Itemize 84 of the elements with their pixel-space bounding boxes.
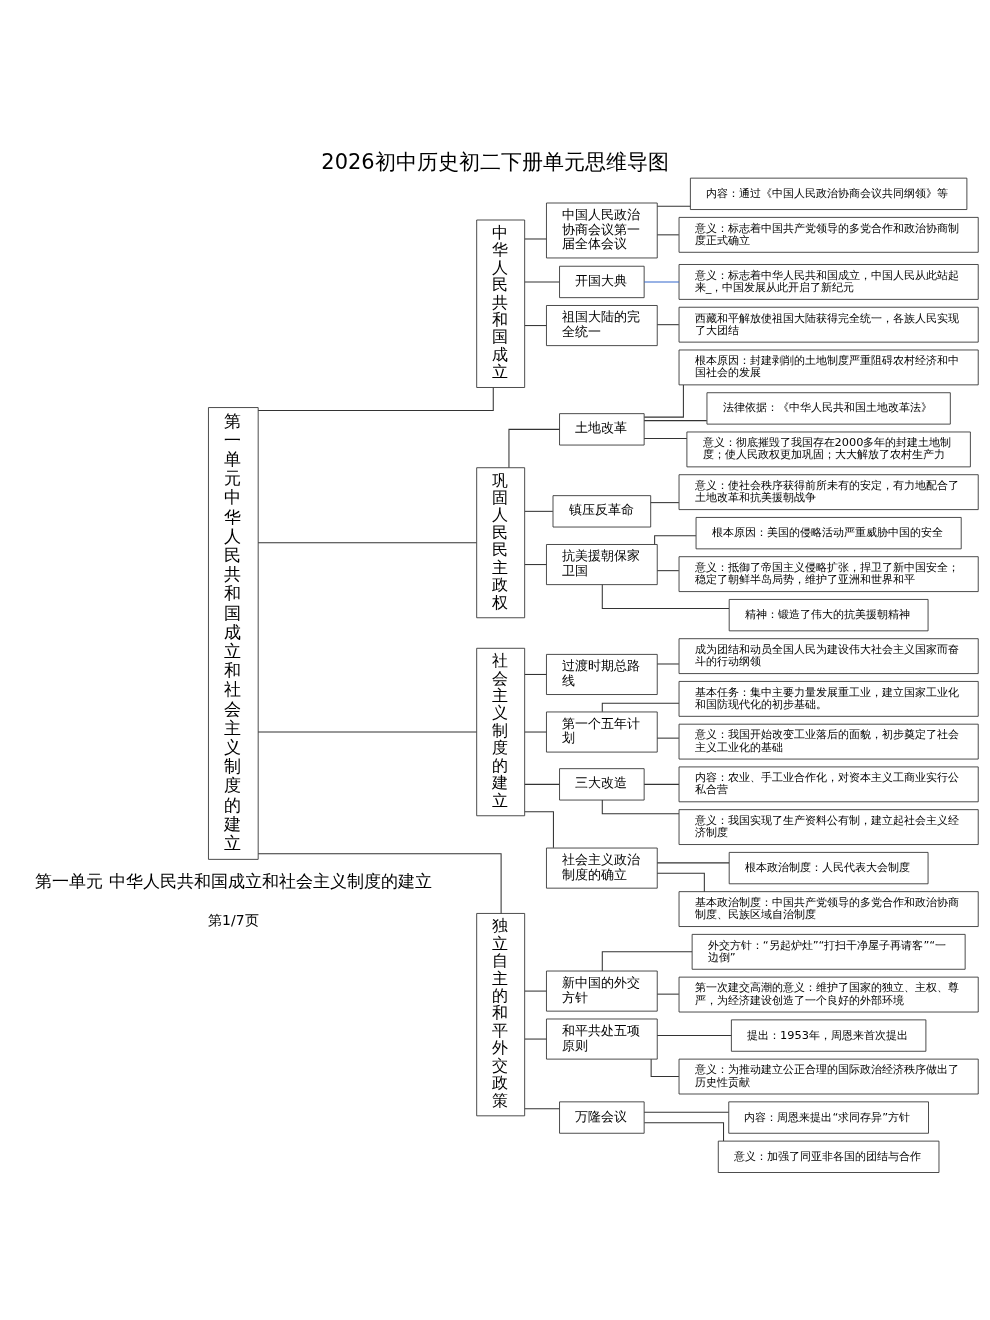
- node-box: 社会主义政治制度的确立: [546, 847, 658, 889]
- connector: [650, 501, 680, 503]
- node-box: 第一单元中华人民共和国成立和社会主义制度的建立: [208, 406, 259, 860]
- connector: [643, 1111, 730, 1113]
- connector: [524, 324, 547, 326]
- connector: [257, 731, 478, 733]
- connector: [650, 1058, 680, 1077]
- node-box: 外交方针：“另起炉灶”“打扫干净屋子再请客”“一边倒”: [691, 933, 966, 970]
- node-box: 精神：锻造了伟大的抗美援朝精神: [728, 598, 929, 631]
- node-box: 意义：标志着中国共产党领导的多党合作和政治协商制度正式确立: [678, 216, 979, 253]
- connector: [524, 783, 560, 785]
- node-box: 镇压反革命: [552, 494, 652, 527]
- connector: [643, 783, 680, 785]
- node-box: 万隆会议: [559, 1100, 645, 1134]
- node-box: 中国人民政治协商会议第一届全体会议: [546, 202, 658, 258]
- node-box: 意义：使社会秩序获得前所未有的安定，有力地配合了土地改革和抗美援朝战争: [678, 473, 979, 510]
- node-box: 意义：我国开始改变工业落后的面貌，初步奠定了社会主义工业化的基础: [678, 723, 979, 759]
- node-box: 意义：加强了同亚非各国的团结与合作: [717, 1140, 940, 1173]
- connector: [656, 662, 680, 664]
- node-box: 和平共处五项原则: [546, 1018, 658, 1060]
- node-box: 第一个五年计划: [546, 711, 658, 753]
- node-box: 基本任务：集中主要力量发展重工业，建立国家工业化和国防现代化的初步基础。: [678, 680, 979, 717]
- node-box: 内容：农业、手工业合作化，对资本主义工商业实行公私合营: [678, 765, 979, 802]
- connector: [524, 237, 547, 239]
- node-box: 基本政治制度：中国共产党领导的多党合作和政治协商制度、民族区域自治制度: [678, 890, 979, 927]
- connector: [656, 861, 730, 863]
- connector: [656, 233, 680, 235]
- node-box: 抗美援朝保家卫国: [546, 543, 658, 585]
- node-box: 根本原因：美国的侵略活动严重威胁中国的安全: [695, 516, 962, 549]
- connector: [656, 737, 680, 739]
- connector: [601, 950, 693, 971]
- node-box: 根本原因：封建剥削的土地制度严重阻碍农村经济和中国社会的发展: [678, 349, 979, 385]
- connector: [656, 205, 691, 207]
- connector: [508, 428, 560, 468]
- connector: [656, 569, 680, 571]
- node-box: 意义：为推动建立公正合理的国际政治经济秩序做出了历史性贡献: [678, 1058, 979, 1094]
- connector: [654, 534, 697, 545]
- connector: [524, 280, 560, 282]
- node-box: 三大改造: [559, 767, 645, 800]
- node-box: 内容：通过《中国人民政治协商会议共同纲领》等: [689, 177, 968, 210]
- node-box: 提出：1953年，周恩来首次提出: [730, 1018, 927, 1052]
- connector: [524, 563, 547, 565]
- connector: [656, 1034, 732, 1036]
- connector: [656, 872, 705, 892]
- connector: [524, 1038, 547, 1040]
- node-box: 成为团结和动员全国人民为建设伟大社会主义国家而奋斗的行动纲领: [678, 637, 979, 674]
- node-box: 独立自主的和平外交政策: [476, 912, 526, 1116]
- connector: [257, 386, 494, 411]
- node-box: 第一次建交高潮的意义：维护了国家的独立、主权、尊严，为经济建设创造了一个良好的外部环境: [678, 976, 979, 1012]
- node-box: 新中国的外交方针: [546, 970, 658, 1012]
- node-box: 根本政治制度：人民代表大会制度: [728, 851, 929, 884]
- connector: [601, 702, 680, 712]
- connector: [257, 541, 478, 543]
- connector: [643, 280, 680, 282]
- node-box: 中华人民共和国成立: [476, 219, 526, 388]
- node-box: 内容：周恩来提出“求同存异”方针: [728, 1100, 929, 1134]
- node-box: 过渡时期总路线: [546, 653, 658, 695]
- node-box: 土地改革: [559, 412, 645, 445]
- connector: [257, 852, 502, 914]
- connector: [656, 993, 680, 995]
- node-box: 西藏和平解放使祖国大陆获得完全统一，各族人民实现了大团结: [678, 306, 979, 343]
- connector: [643, 437, 688, 439]
- node-box: 祖国大陆的完全统一: [546, 304, 658, 346]
- connector: [524, 510, 554, 512]
- connector: [524, 673, 547, 675]
- node-box: 意义：我国实现了生产资料公有制，建立起社会主义经济制度: [678, 808, 979, 845]
- node-box: 意义：标志着中华人民共和国成立，中国人民从此站起来_，中国发展从此开启了新纪元: [678, 263, 979, 300]
- connector: [643, 419, 708, 421]
- node-box: 巩固人民民主政权: [476, 466, 526, 618]
- connector: [524, 810, 554, 848]
- connector: [656, 323, 680, 325]
- connector: [524, 731, 547, 733]
- node-box: 法律依据：《中华人民共和国土地改革法》: [706, 391, 951, 425]
- connector: [524, 990, 547, 992]
- diagram-title: 2026初中历史初二下册单元思维导图: [321, 149, 669, 174]
- node-box: 社会主义制度的建立: [476, 647, 526, 816]
- connector: [601, 583, 730, 609]
- connector: [643, 1121, 725, 1142]
- connector: [643, 384, 684, 418]
- node-box: 开国大典: [559, 265, 645, 298]
- node-box: 意义：彻底摧毁了我国存在2000多年的封建土地制度；使人民政权更加巩固；大大解放了农村生产力: [686, 431, 971, 467]
- label: 第1/7页: [208, 911, 259, 928]
- node-box: 意义：抵御了帝国主义侵略扩张，捍卫了新中国安全；稳定了朝鲜半岛局势，维护了亚洲和世界和平: [678, 555, 979, 592]
- connector: [524, 1107, 560, 1109]
